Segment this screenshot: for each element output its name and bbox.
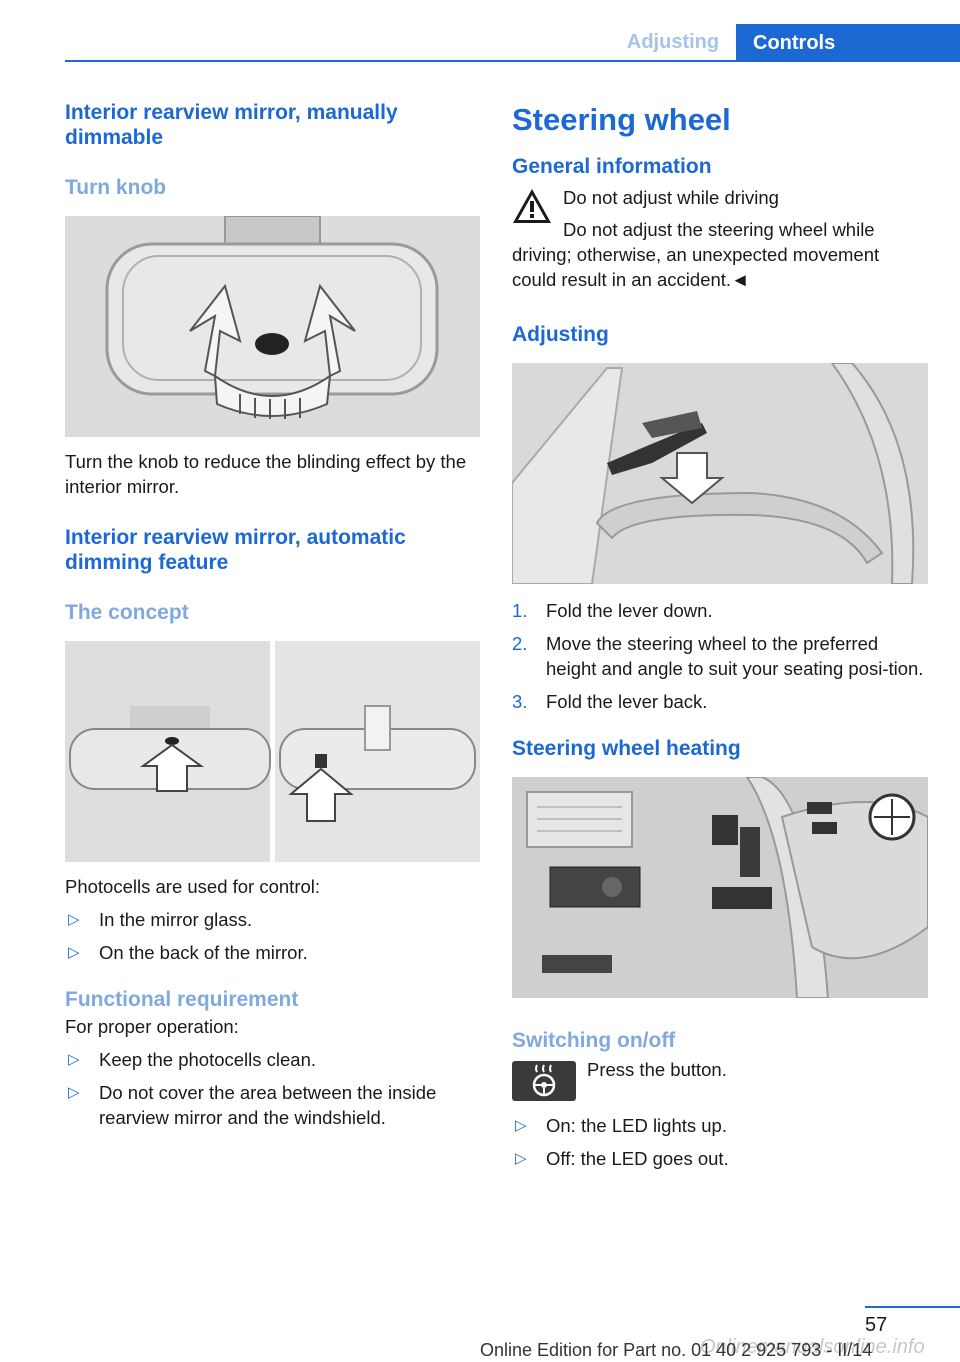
heading-general-information: General information <box>512 155 712 178</box>
left-column: Interior rearview mirror, manually dimma… <box>65 100 480 1138</box>
dashboard-illustration <box>512 777 928 998</box>
photocells-list: ▷ In the mirror glass. ▷ On the back of th… <box>65 907 480 965</box>
heading-auto-mirror: Interior rearview mirror, automatic dimm… <box>65 526 406 574</box>
figure-wheel-heating <box>512 777 928 998</box>
steering-lever-illustration <box>512 363 915 584</box>
header-chapter-tab[interactable]: Controls <box>736 24 960 62</box>
figure-turn-knob <box>65 216 480 437</box>
heading-concept: The concept <box>65 601 189 624</box>
mirror-knob-illustration <box>105 216 439 419</box>
heading-steering-wheel: Steering wheel <box>512 102 731 137</box>
adjusting-steps: 1. Fold the lever down. 2. Move the steeri… <box>512 598 928 714</box>
list-item: ▷ In the mirror glass. <box>65 907 480 932</box>
header-section-tab[interactable]: Adjusting <box>626 31 720 53</box>
bullet-icon: ▷ <box>68 944 80 961</box>
bullet-icon: ▷ <box>68 911 80 928</box>
warning-text-rest: driving; otherwise, an unexpected moveme… <box>512 244 880 290</box>
footer-rule <box>865 1306 960 1308</box>
heading-adjusting: Adjusting <box>512 323 609 346</box>
warning-triangle-icon <box>512 187 552 225</box>
heading-steering-wheel-heating: Steering wheel heating <box>512 737 741 760</box>
warning-text-first-line: Do not adjust the steering wheel while <box>563 219 875 240</box>
list-item-text: On: the LED lights up. <box>546 1115 727 1136</box>
list-item-text: Do not cover the area between the inside… <box>99 1082 437 1128</box>
photocell-illustration <box>65 641 480 862</box>
list-item-text: On the back of the mirror. <box>99 942 308 963</box>
step-text: Move the steering wheel to the preferred… <box>546 633 924 679</box>
step-text: Fold the lever down. <box>546 600 713 621</box>
step-number: 1. <box>512 600 528 621</box>
list-item: 2. Move the steering wheel to the preferr… <box>512 631 928 681</box>
list-item: ▷ Keep the photocells clean. <box>65 1047 480 1072</box>
heading-turn-knob: Turn knob <box>65 176 167 199</box>
bullet-icon: ▷ <box>68 1084 80 1101</box>
list-item: ▷ Off: the LED goes out. <box>512 1146 928 1171</box>
bullet-icon: ▷ <box>515 1117 527 1134</box>
watermark: Onlinemanualsonline.info <box>700 1336 925 1358</box>
heading-manual-mirror: Interior rearview mirror, manually dimma… <box>65 101 398 149</box>
list-item-text: In the mirror glass. <box>99 909 253 930</box>
press-button-text: Press the button. <box>587 1059 727 1080</box>
step-number: 3. <box>512 691 528 712</box>
heading-requirement: Functional requirement <box>65 988 299 1011</box>
heated-steering-wheel-button[interactable] <box>512 1061 576 1101</box>
warning-block: Do not adjust while driving Do not adjus… <box>512 185 928 292</box>
bullet-icon: ▷ <box>68 1051 80 1068</box>
knob-description: Turn the knob to reduce the blinding eff… <box>65 451 467 497</box>
list-item-text: Keep the photocells clean. <box>99 1049 317 1070</box>
photocells-intro: Photocells are used for control: <box>65 876 321 897</box>
list-item: ▷ On: the LED lights up. <box>512 1113 928 1138</box>
heading-switching: Switching on/off <box>512 1029 676 1052</box>
heated-steering-wheel-icon <box>532 1064 556 1097</box>
list-item-text: Off: the LED goes out. <box>546 1148 729 1169</box>
figure-adjusting-lever <box>512 363 928 584</box>
bullet-icon: ▷ <box>515 1150 527 1167</box>
list-item: ▷ Do not cover the area between the insid… <box>65 1080 480 1130</box>
step-number: 2. <box>512 633 528 654</box>
list-item: 3. Fold the lever back. <box>512 689 928 714</box>
heating-states: ▷ On: the LED lights up. ▷ Off: the LED go… <box>512 1113 928 1171</box>
list-item: ▷ On the back of the mirror. <box>65 940 480 965</box>
header-rule <box>65 60 960 62</box>
requirements-list: ▷ Keep the photocells clean. ▷ Do not cove… <box>65 1047 480 1130</box>
edition-note: Online Edition for Part no. 01 40 2 925 … <box>480 1340 873 1360</box>
figure-photocells <box>65 641 480 862</box>
press-button-row: Press the button. <box>512 1055 928 1111</box>
page-number: 57 <box>865 1314 888 1336</box>
requirement-intro: For proper operation: <box>65 1016 239 1037</box>
right-column: Steering wheel General information Do no… <box>512 102 928 1179</box>
list-item: 1. Fold the lever down. <box>512 598 928 623</box>
step-text: Fold the lever back. <box>546 691 708 712</box>
warning-title: Do not adjust while driving <box>563 187 779 208</box>
